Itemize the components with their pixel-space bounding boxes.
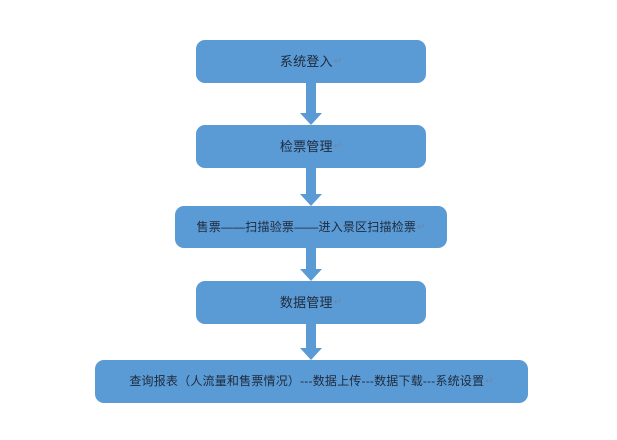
flow-node-reports-upload-download-settings[interactable]: 查询报表（人流量和售票情况）---数据上传---数据下载---系统设置↵ (95, 360, 528, 403)
flow-arrow-down-3 (300, 248, 322, 281)
flow-node-label: 售票——扫描验票——进入景区扫描检票 (196, 219, 417, 234)
flow-node-label: 查询报表（人流量和售票情况）---数据上传---数据下载---系统设置 (129, 374, 485, 389)
arrow-shaft (306, 324, 316, 348)
flow-node-label: 数据管理 (279, 294, 333, 310)
paragraph-mark-icon: ↵ (333, 56, 343, 67)
flow-node-ticket-check-management[interactable]: 检票管理↵ (196, 125, 426, 168)
flow-arrow-down-2 (300, 168, 322, 206)
flow-node-system-login[interactable]: 系统登入↵ (196, 40, 426, 83)
paragraph-mark-icon: ↵ (333, 297, 343, 308)
arrow-head-icon (300, 113, 322, 125)
flow-node-sell-scan-enter[interactable]: 售票——扫描验票——进入景区扫描检票↵ (175, 206, 447, 248)
flow-node-label: 检票管理 (279, 138, 333, 154)
arrow-head-icon (300, 269, 322, 281)
paragraph-mark-icon: ↵ (333, 141, 343, 152)
flow-node-label: 系统登入 (279, 53, 333, 69)
flow-arrow-down-4 (300, 324, 322, 360)
paragraph-mark-icon: ↵ (417, 221, 426, 233)
flow-node-data-management[interactable]: 数据管理↵ (196, 281, 426, 324)
arrow-shaft (306, 83, 316, 113)
arrow-shaft (306, 248, 316, 269)
paragraph-mark-icon: ↵ (485, 376, 494, 387)
arrow-head-icon (300, 348, 322, 360)
arrow-shaft (306, 168, 316, 194)
arrow-head-icon (300, 194, 322, 206)
flow-arrow-down-1 (300, 83, 322, 125)
